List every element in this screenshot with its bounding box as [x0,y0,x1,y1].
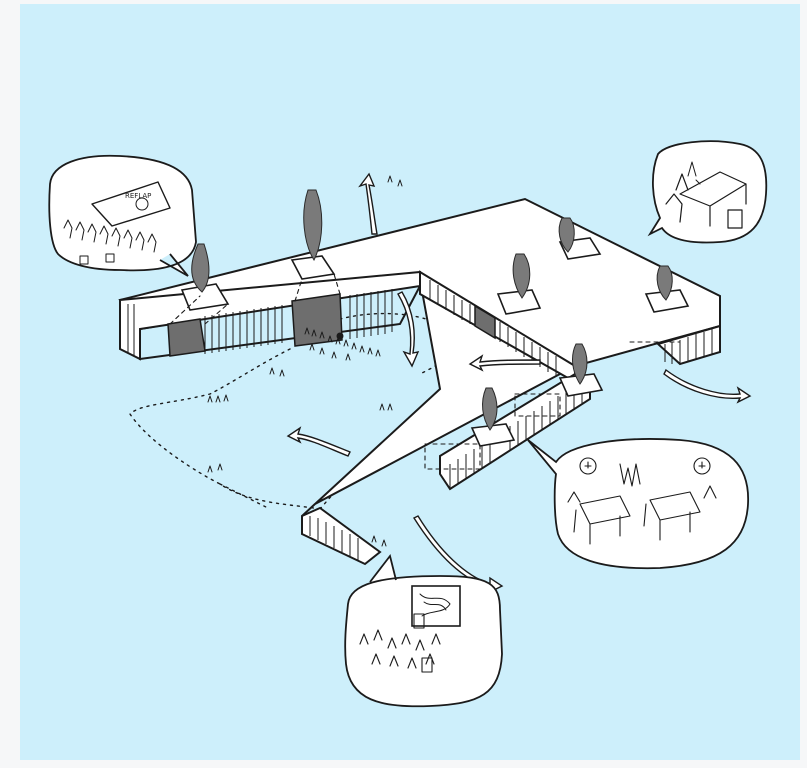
bubble-tail [650,141,766,242]
bubble-office [650,141,766,242]
bubble-tail [49,156,196,276]
bubble-lecture-hall: REFLAP [49,156,196,276]
opening-1 [168,319,205,356]
opening-2 [292,294,342,346]
diagram-panel: REFLAP [20,4,800,760]
